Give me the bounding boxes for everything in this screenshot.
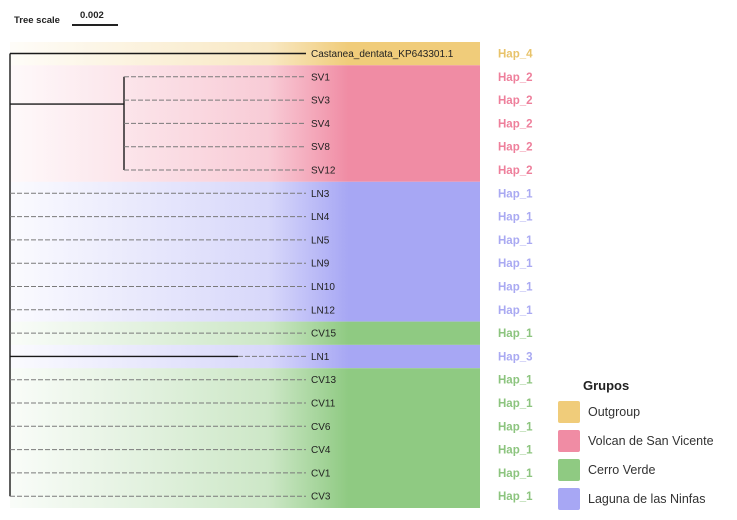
legend-swatch-cerro-verde — [558, 458, 580, 481]
haplotype-label: Hap_1 — [498, 305, 533, 317]
haplotype-label: Hap_1 — [498, 491, 533, 503]
haplotype-label: Hap_2 — [498, 95, 533, 107]
leaf-label-sv8: SV8 — [311, 142, 330, 153]
haplotype-label: Hap_1 — [498, 398, 533, 410]
leaf-label-ln10: LN10 — [311, 282, 335, 293]
leaf-label-ln4: LN4 — [311, 212, 330, 223]
legend-swatch-volcan — [558, 429, 580, 452]
legend-label-laguna: Laguna de las Ninfas — [588, 491, 706, 506]
group-band-cerro — [10, 368, 480, 508]
legend-title: Grupos — [583, 378, 630, 393]
legend-item-outgroup: Outgroup — [558, 400, 733, 423]
leaf-label-sv12: SV12 — [311, 166, 336, 177]
haplotype-label: Hap_1 — [498, 282, 533, 294]
leaf-label-ln1: LN1 — [311, 352, 330, 363]
haplotype-label: Hap_1 — [498, 258, 533, 270]
legend-item-laguna: Laguna de las Ninfas — [558, 487, 733, 510]
leaf-label-cv6: CV6 — [311, 422, 331, 433]
group-band-laguna — [10, 181, 480, 322]
haplotype-label: Hap_1 — [498, 212, 533, 224]
haplotype-label: Hap_1 — [498, 375, 533, 387]
leaf-label-cv13: CV13 — [311, 375, 336, 386]
legend-label-cerro-verde: Cerro Verde — [588, 462, 656, 477]
haplotype-label: Hap_1 — [498, 235, 533, 247]
tree-scale-value: 0.002 — [80, 10, 104, 21]
haplotype-label: Hap_2 — [498, 118, 533, 130]
leaf-label-ln3: LN3 — [311, 189, 330, 200]
haplotype-label: Hap_2 — [498, 142, 533, 154]
leaf-label-cv4: CV4 — [311, 445, 331, 456]
leaf-label-cv11: CV11 — [311, 399, 336, 410]
legend-item-volcan: Volcan de San Vicente — [558, 429, 733, 452]
legend-label-volcan: Volcan de San Vicente — [588, 433, 714, 448]
legend-item-cerro-verde: Cerro Verde — [558, 458, 733, 481]
haplotype-label: Hap_1 — [498, 188, 533, 200]
legend: Grupos Outgroup Volcan de San Vicente Ce… — [558, 378, 733, 516]
leaf-label-ln12: LN12 — [311, 305, 335, 316]
leaf-label-castanea-dentata-kp643301-1: Castanea_dentata_KP643301.1 — [311, 49, 454, 60]
haplotype-label: Hap_1 — [498, 445, 533, 457]
leaf-label-sv1: SV1 — [311, 72, 330, 83]
leaf-label-ln9: LN9 — [311, 259, 330, 270]
legend-swatch-laguna — [558, 487, 580, 510]
haplotype-label: Hap_1 — [498, 421, 533, 433]
haplotype-label: Hap_1 — [498, 328, 533, 340]
leaf-label-ln5: LN5 — [311, 235, 330, 246]
tree-scale-bar — [72, 24, 118, 26]
leaf-label-sv3: SV3 — [311, 96, 330, 107]
leaf-label-cv15: CV15 — [311, 329, 336, 340]
tree-scale-label: Tree scale — [14, 15, 60, 26]
haplotype-label: Hap_4 — [498, 49, 533, 61]
leaf-label-cv3: CV3 — [311, 492, 331, 503]
legend-swatch-outgroup — [558, 400, 580, 423]
haplotype-label: Hap_2 — [498, 165, 533, 177]
haplotype-label: Hap_1 — [498, 468, 533, 480]
leaf-label-cv1: CV1 — [311, 468, 331, 479]
haplotype-label: Hap_2 — [498, 72, 533, 84]
legend-label-outgroup: Outgroup — [588, 404, 641, 419]
leaf-label-sv4: SV4 — [311, 119, 330, 130]
haplotype-label: Hap_3 — [498, 351, 533, 363]
